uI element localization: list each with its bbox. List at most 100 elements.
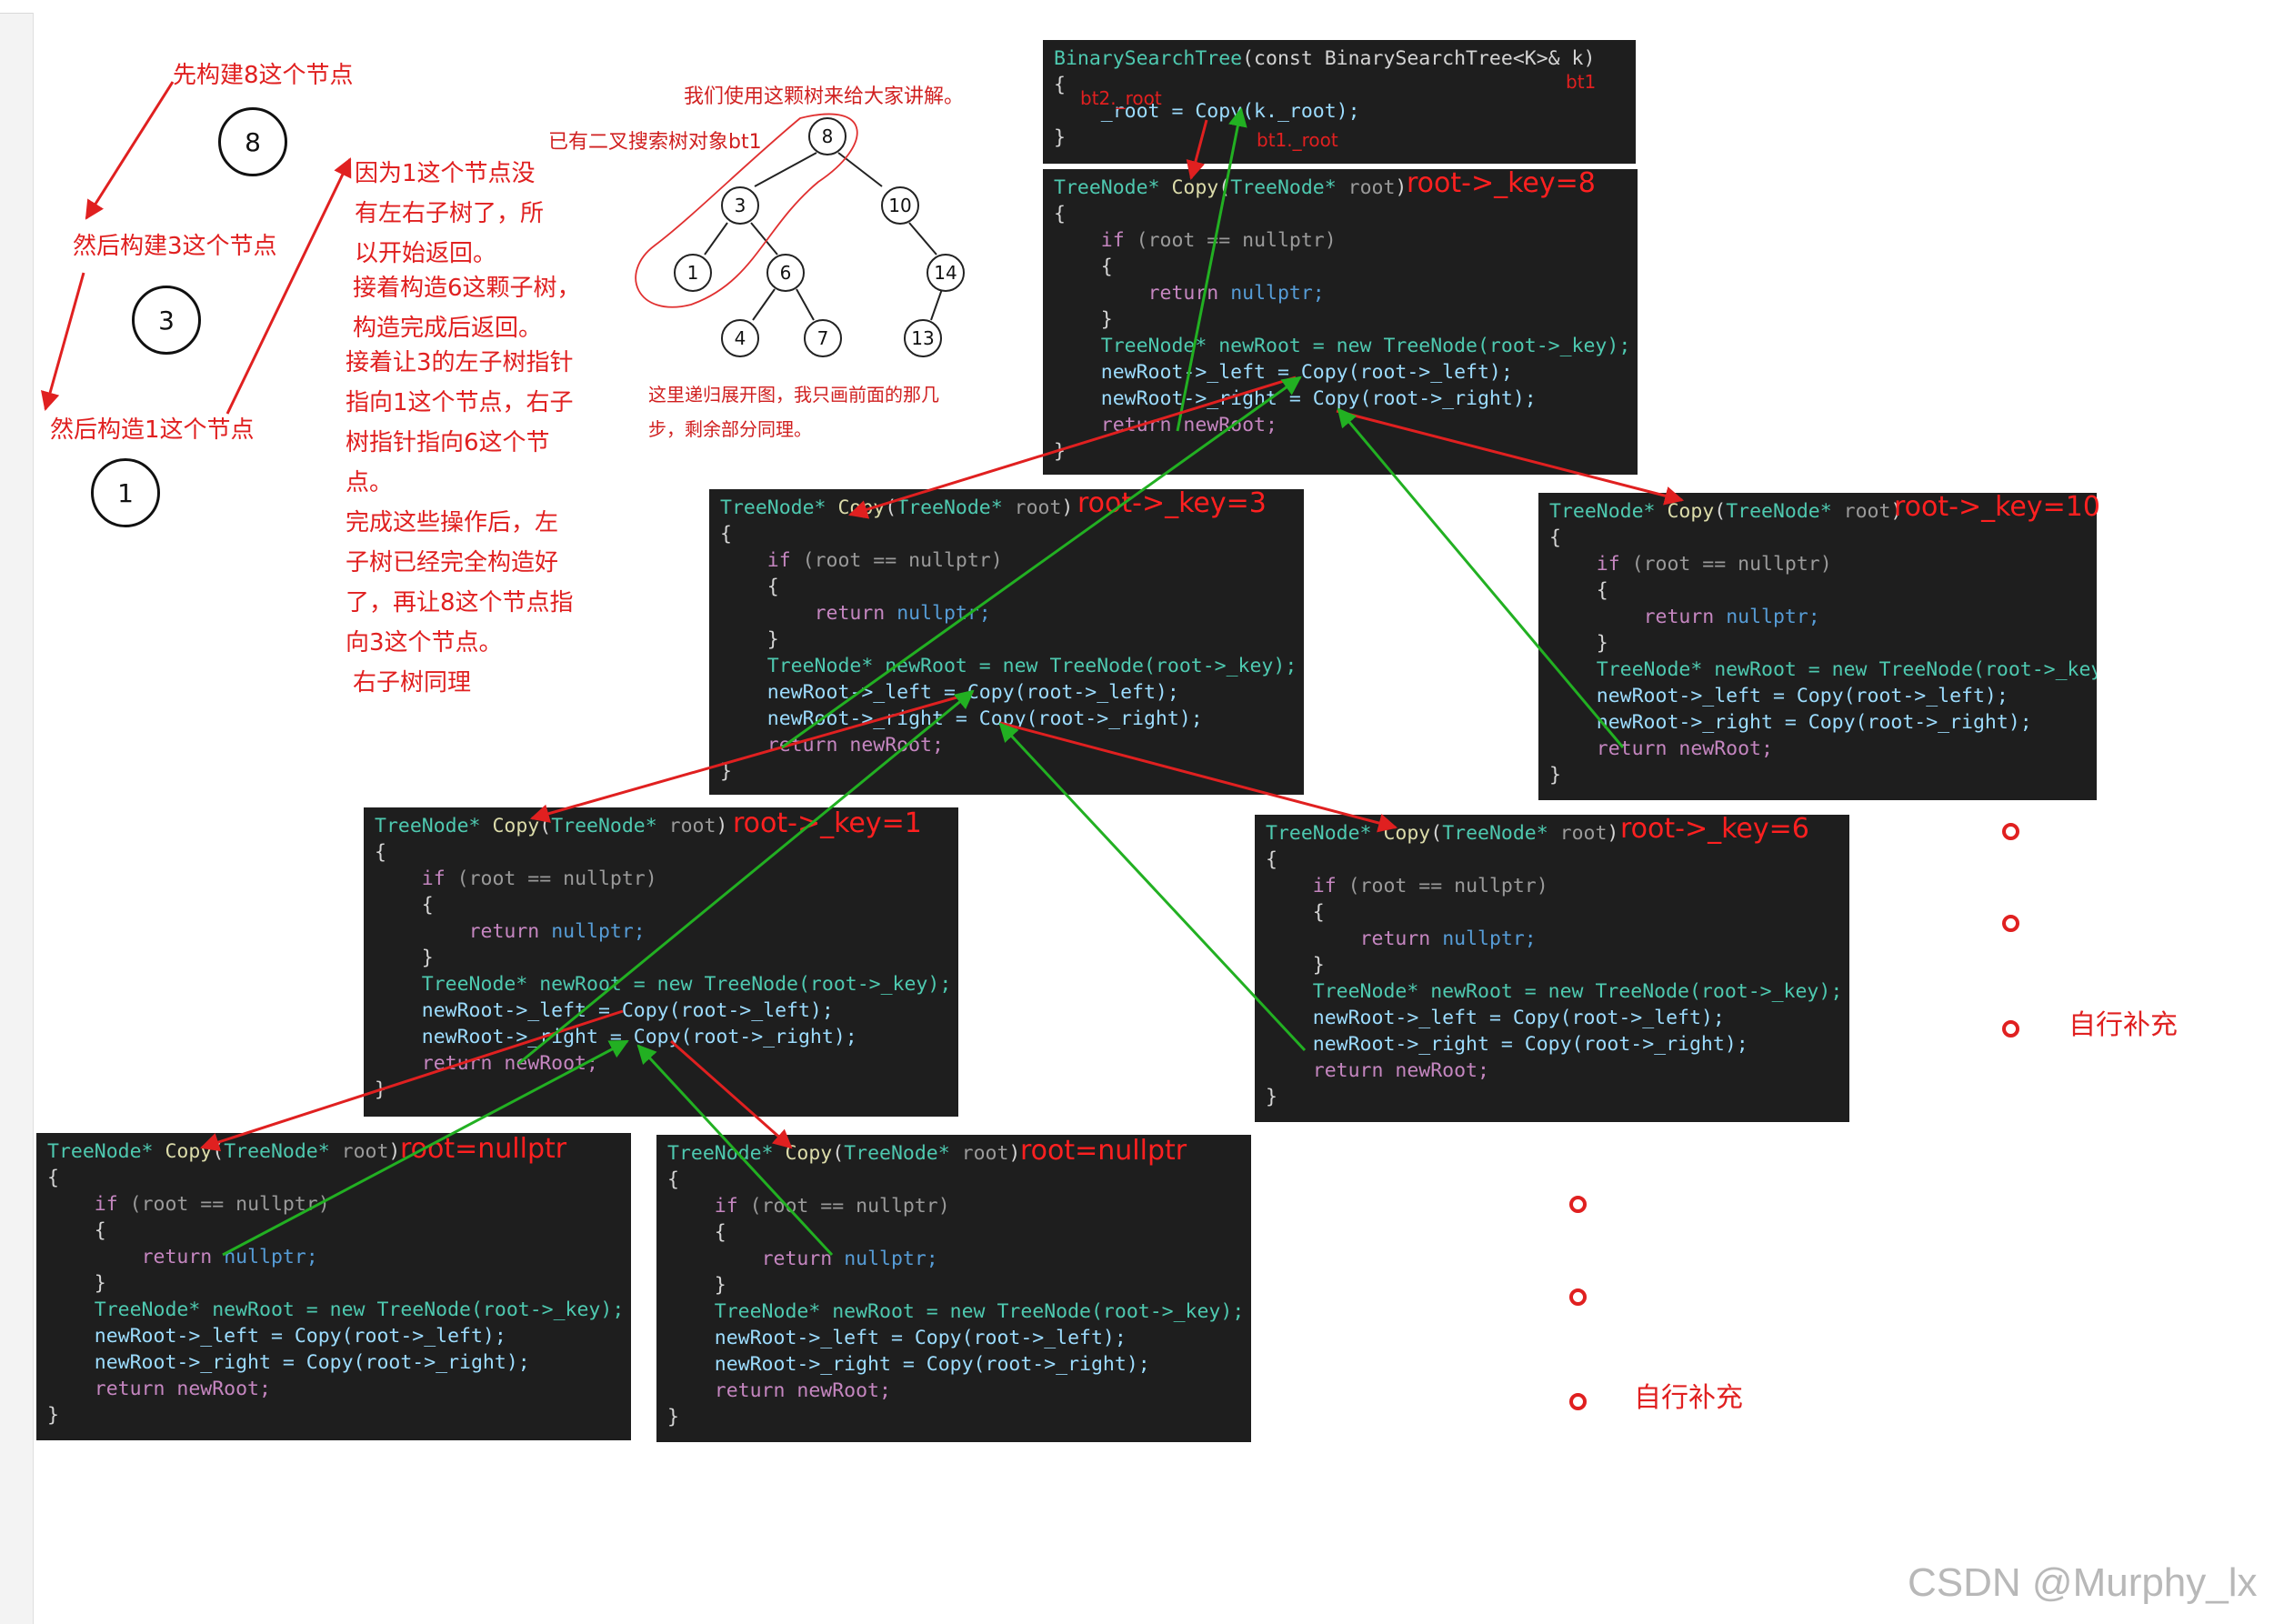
code-token: if [766,549,791,572]
node-3-circle: 3 [132,286,201,355]
tree-node-label: 14 [934,262,957,284]
arrow-return-key3 [781,376,1302,749]
code-line: TreeNode* newRoot = new TreeNode(root->_… [1596,658,2097,681]
ellipsis-dot-icon [2002,823,2019,840]
code-line: newRoot->_right = Copy(root->_right); [714,1353,1150,1376]
code-token: return [1643,606,1715,628]
tree-node-label: 3 [735,195,746,216]
code-line: newRoot->_left = Copy(root->_left); [714,1327,1127,1349]
ellipsis-dot-icon [1569,1196,1587,1213]
code-line: } [47,1404,59,1427]
code-token: TreeNode* [47,1140,154,1163]
code-line: return newRoot; [1100,414,1277,436]
code-token: return [814,602,886,625]
code-token: nullptr; [1230,282,1325,305]
code-token: TreeNode* [1442,822,1548,845]
code-token: (root == nullptr) [802,549,1003,572]
explain-line: 点。 [346,469,394,496]
code-token: if [1312,875,1337,897]
tree-node [721,186,759,225]
code-line: } [720,760,732,783]
arrow-return-root [1176,106,1247,432]
code-line: newRoot->_left = Copy(root->_left); [1596,685,2009,707]
tree-node [721,319,759,357]
tree-node [674,254,712,292]
code-line: { [1054,74,1066,96]
tree-node-label: 4 [735,327,746,349]
note-build-8: 先构建8这个节点 [173,62,354,89]
copy-frame-key6: TreeNode* Copy(TreeNode* root){ if (root… [1255,815,1849,1122]
explain-line: 树指针指向6这个节 [346,429,550,456]
explain-line: 了，再让8这个节点指 [346,589,574,617]
code-token: TreeNode* [1549,500,1656,523]
code-token: (root == nullptr) [1136,229,1337,252]
tree-node [927,254,965,292]
code-token: TreeNode* [375,815,481,837]
frame-label-key6: root->_key=6 [1620,813,1809,845]
tree-caption: 我们使用这颗树来给大家讲解。 [684,85,965,108]
code-line: } [1054,126,1066,149]
code-line: { [720,523,732,546]
tree-node-labels: 8 3 10 1 6 14 4 7 13 [687,125,957,349]
tree-edge [752,288,776,321]
code-token: TreeNode* [1266,822,1372,845]
code-token: if [1100,229,1125,252]
code-line: TreeNode* newRoot = new TreeNode(root->_… [1312,980,1843,1003]
tree-edge [754,152,817,187]
arrow-return-key10 [1337,407,1625,748]
self-fill-note-right: 自行补充 [2069,1009,2178,1041]
return-arrows [222,376,1625,1257]
tree-edge [908,222,937,256]
code-line: { [1266,848,1277,871]
copy-frame-key1: TreeNode* Copy(TreeNode* root){ if (root… [364,807,958,1117]
ellipsis-dot-icon [1569,1393,1587,1410]
copy-frame-key3: TreeNode* Copy(TreeNode* root){ if (root… [709,489,1304,795]
bt2-root-label: bt2._root [1080,87,1162,109]
tree-node-label: 6 [780,262,792,284]
left-subtree-highlight [635,113,858,308]
code-token: root [1347,176,1396,199]
code-token: TreeNode* [224,1140,330,1163]
explain-line: 子树已经完全构造好 [346,549,559,576]
explain-line: 有左右子树了，所 [355,200,545,227]
code-token: if [1596,553,1620,576]
code-token: root [961,1142,1009,1165]
explain-line: 构造完成后返回。 [353,315,543,342]
code-token: nullptr; [1442,927,1537,950]
code-token: root [1559,822,1608,845]
note-build-1: 然后构造1这个节点 [50,416,255,444]
tree-node-label: 1 [687,262,699,284]
ellipsis-dot-icon [2002,1020,2019,1038]
tree-node [904,319,942,357]
arrow-return-null-b [636,1044,834,1257]
explain-line: 因为1这个节点没 [355,160,536,187]
frame-label-key8: root->_key=8 [1407,167,1596,199]
tree-edge [704,222,728,256]
frame-label-key10: root->_key=10 [1894,491,2100,523]
explain-line: 向3这个节点。 [346,629,503,657]
code-token: (const BinarySearchTree<K>& k) [1242,47,1596,70]
arrow-return-up [225,157,352,415]
copy-frame-null_a: TreeNode* Copy(TreeNode* root){ if (root… [36,1133,631,1440]
code-token: TreeNode* [720,496,826,519]
code-line: { [667,1168,679,1191]
code-token: root [341,1140,389,1163]
code-token: return [761,1248,833,1270]
bt1-root-label: bt1._root [1257,129,1338,151]
code-token: TreeNode* [551,815,657,837]
tree-edge [930,288,943,321]
code-token: root [668,815,716,837]
code-token: nullptr; [1726,606,1820,628]
code-token: (root == nullptr) [1631,553,1832,576]
note-build-3: 然后构建3这个节点 [73,233,277,260]
explain-line: 右子树同理 [353,669,472,697]
code-token: nullptr; [897,602,991,625]
arrow-call-null-a [200,1009,624,1152]
constructor-code-block: BinarySearchTree(const BinarySearchTree<… [1043,40,1636,164]
tree-node [881,186,919,225]
tree-edge [796,288,815,321]
code-line: return newRoot; [714,1379,891,1402]
code-token: TreeNode* [897,496,1003,519]
